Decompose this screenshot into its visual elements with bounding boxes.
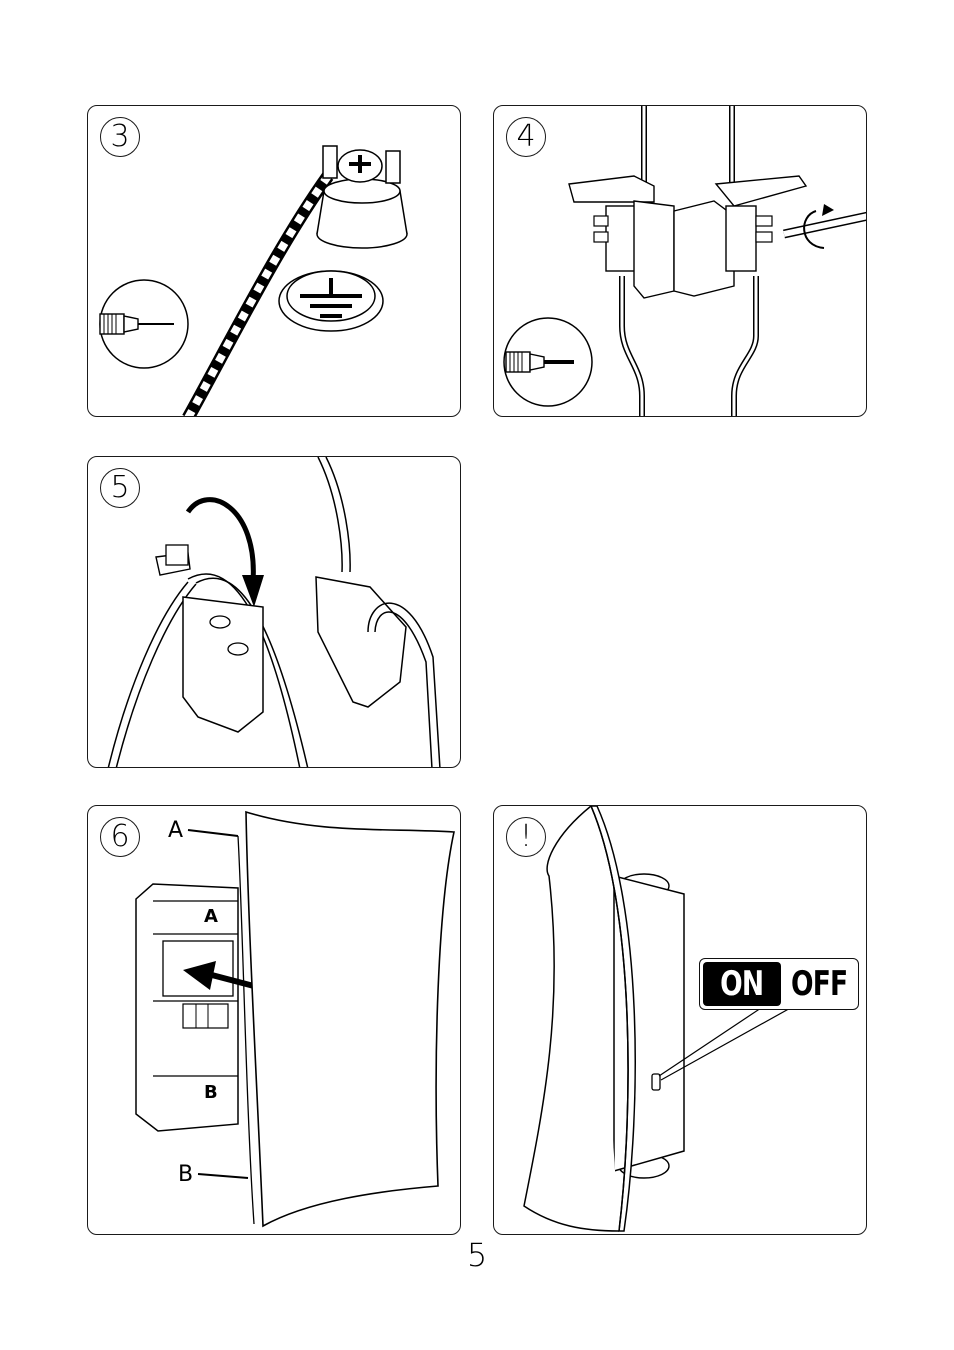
warning-symbol: ! — [506, 817, 546, 857]
inner-label-b: B — [204, 1082, 218, 1103]
callout-a: A — [168, 818, 183, 843]
page-number: 5 — [0, 1236, 954, 1274]
step-4-number: 4 — [506, 117, 546, 157]
step-4-illustration — [494, 106, 867, 417]
step-6-panel: 6 A B A B — [87, 805, 461, 1235]
inner-label-a: A — [204, 906, 218, 927]
on-off-switch-label: ON OFF — [699, 958, 859, 1010]
step-6-number: 6 — [100, 817, 140, 857]
warning-illustration — [494, 806, 867, 1235]
step-5-illustration — [88, 457, 461, 768]
step-5-number: 5 — [100, 468, 140, 508]
step-3-panel: 3 — [87, 105, 461, 417]
switch-off-label: OFF — [781, 959, 859, 1009]
callout-b: B — [178, 1162, 193, 1187]
step-5-panel: 5 — [87, 456, 461, 768]
step-4-panel: 4 — [493, 105, 867, 417]
warning-panel: ! ON OFF — [493, 805, 867, 1235]
step-3-number: 3 — [100, 117, 140, 157]
step-3-illustration — [88, 106, 461, 417]
switch-on-label: ON — [703, 962, 781, 1006]
switch-toggle-icon — [652, 1074, 660, 1090]
step-6-illustration — [88, 806, 461, 1235]
